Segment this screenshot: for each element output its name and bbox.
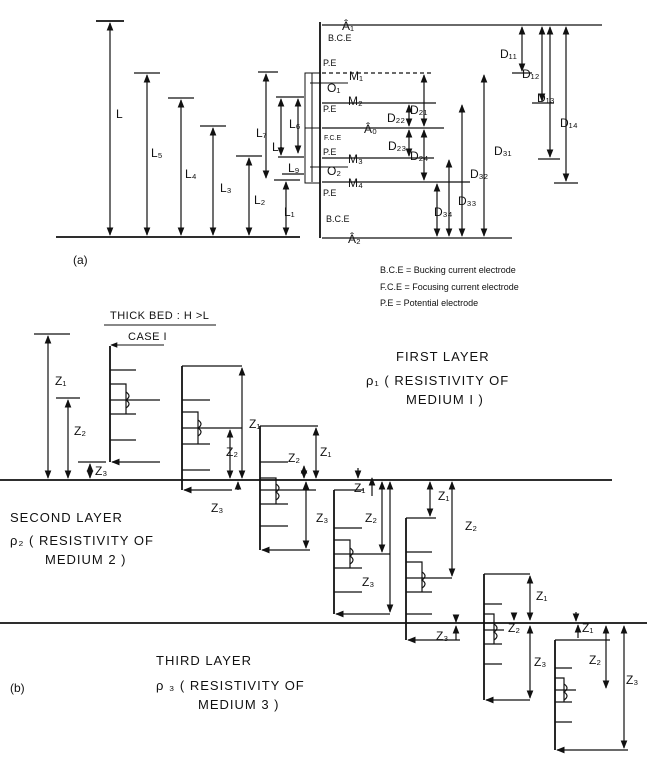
ref-z3: Z₃ [95, 464, 107, 478]
p3-z3: Z₃ [316, 511, 328, 525]
label-L1: L₁ [284, 205, 295, 219]
sonde-position-3: Z₁ Z₂ Z₃ [259, 425, 331, 554]
label-D34: D₃₄ [434, 205, 453, 219]
label-L7: L₇ [256, 126, 267, 140]
electrode-m3: M₃ [348, 152, 363, 166]
bce-top-label: B.C.E [328, 33, 352, 43]
third-layer-desc-2: MEDIUM 3 ) [198, 697, 280, 712]
sonde-position-6: Z₁ Z₂ Z₃ [483, 573, 547, 704]
label-L: L [116, 107, 123, 121]
second-layer-desc-2: MEDIUM 2 ) [45, 552, 127, 567]
p2-z2: Z₂ [226, 445, 238, 459]
legend-fce: F.C.E = Focusing current electrode [380, 282, 519, 292]
label-D24: D₂₄ [410, 149, 428, 163]
p7-z2: Z₂ [589, 653, 601, 667]
thick-bed-title: THICK BED : H >L [110, 310, 209, 322]
legend-bce: B.C.E = Bucking current electrode [380, 265, 516, 275]
label-D22: D₂₂ [387, 111, 405, 125]
pe-2-label: P.E [323, 104, 336, 114]
label-L2: L₂ [254, 193, 266, 207]
bce-bottom-label: B.C.E [326, 214, 350, 224]
electrode-a1: Â₁ [342, 18, 354, 33]
p2-z1: Z₁ [249, 417, 260, 431]
second-layer-name: SECOND LAYER [10, 510, 123, 525]
p4-z2: Z₂ [365, 511, 377, 525]
label-D11: D₁₁ [500, 47, 517, 61]
p7-z1: Z₁ [582, 621, 593, 635]
electrode-m4: M₄ [348, 176, 363, 190]
p4-z3: Z₃ [362, 575, 374, 589]
p6-z2: Z₂ [508, 621, 520, 635]
first-layer-desc-1: ρ₁ ( RESISTIVITY OF [366, 373, 509, 388]
first-layer-desc-2: MEDIUM I ) [406, 392, 484, 407]
label-L3: L₃ [220, 181, 232, 195]
p2-z3: Z₃ [211, 501, 223, 515]
electrode-a0: Â₀ [364, 121, 377, 136]
panel-a-label: (a) [73, 253, 88, 267]
label-D14: D₁₄ [560, 116, 578, 130]
electrode-m1: M₁ [349, 69, 363, 83]
label-D32: D₃₂ [470, 167, 489, 181]
third-layer-name: THIRD LAYER [156, 653, 252, 668]
p6-z3: Z₃ [534, 655, 546, 669]
label-D31: D₃₁ [494, 144, 512, 158]
electrode-o1: O₁ [327, 81, 340, 95]
label-D12: D₁₂ [522, 67, 540, 81]
case-label: CASE I [128, 331, 167, 343]
p5-z3: Z₃ [436, 629, 448, 643]
p4-z1: Z₁ [354, 481, 365, 495]
electrode-o2: O₂ [327, 164, 341, 178]
p3-z2: Z₂ [288, 451, 300, 465]
fce-label: F.C.E [324, 135, 341, 142]
legend-pe: P.E = Potential electrode [380, 298, 478, 308]
third-layer-desc-1: ρ ₃ ( RESISTIVITY OF [156, 678, 305, 693]
p6-z1: Z₁ [536, 589, 547, 603]
ref-z1: Z₁ [55, 374, 66, 388]
label-L5: L₅ [151, 146, 163, 160]
p7-z3: Z₃ [626, 673, 638, 687]
label-D21: D₂₁ [410, 103, 427, 117]
label-D23: D₂₃ [388, 139, 406, 153]
sonde-position-5: Z₁ Z₂ Z₃ [405, 481, 477, 644]
p3-z1: Z₁ [320, 445, 331, 459]
electrode-a2: Â₂ [348, 231, 361, 246]
sonde-position-1 [109, 346, 160, 466]
label-L6: L₆ [289, 117, 301, 131]
p5-z1: Z₁ [438, 489, 449, 503]
electrode-m2: M₂ [348, 94, 363, 108]
label-D33: D₃₃ [458, 194, 477, 208]
sonde-position-4: Z₁ Z₂ Z₃ [333, 468, 394, 618]
label-L4: L₄ [185, 167, 197, 181]
label-D13: D₁₃ [537, 91, 555, 105]
panel-b-label: (b) [10, 681, 25, 695]
pe-3-label: P.E [323, 147, 336, 157]
ref-z2: Z₂ [74, 424, 86, 438]
label-L9: L₉ [288, 161, 300, 175]
part-a-electrode-array: L L₅ L₄ L₃ L₂ L₁ L₇ L₈ L₆ L₉ B.C.E P.E P… [56, 18, 602, 308]
sonde-position-7: Z₁ Z₂ Z₃ [554, 612, 638, 754]
pe-4-label: P.E [323, 188, 336, 198]
p5-z2: Z₂ [465, 519, 477, 533]
first-layer-name: FIRST LAYER [396, 349, 490, 364]
pe-1-label: P.E [323, 58, 336, 68]
second-layer-desc-1: ρ₂ ( RESISTIVITY OF [10, 533, 154, 548]
label-L8: L₈ [272, 140, 284, 154]
sonde-position-2: Z₁ Z₂ Z₃ [181, 365, 260, 515]
part-b-layered-model: THICK BED : H >L CASE I FIRST LAYER ρ₁ (… [0, 310, 647, 754]
